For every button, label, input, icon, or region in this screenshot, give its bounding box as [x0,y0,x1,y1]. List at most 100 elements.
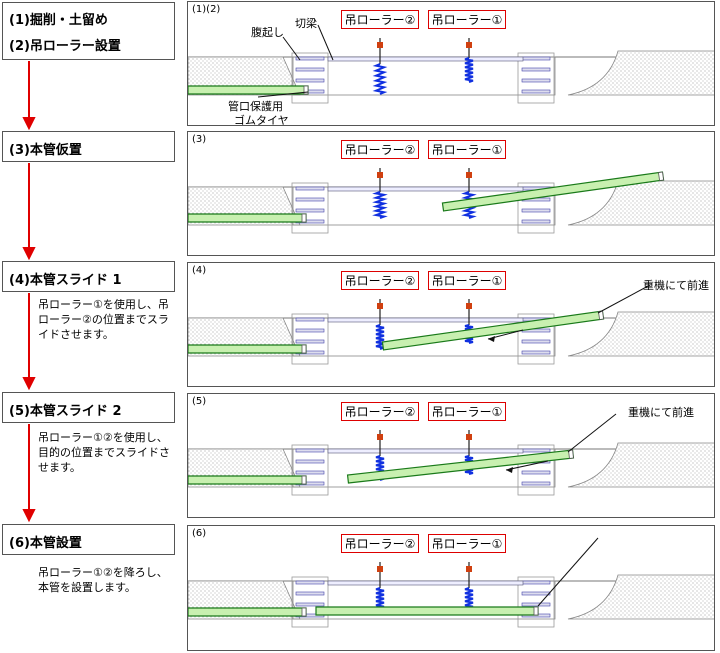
right-soil [567,574,714,620]
panel-label: (1)(2) [192,4,221,15]
step-3-title: (3)本管仮置 [9,143,82,158]
step-5-description: 吊ローラー①②を使用し、目的の位置までスライドさせます。 [38,431,170,474]
roller-2-head [377,172,383,178]
wale-beam [295,459,325,464]
wale-beam [295,78,325,83]
step-1-title: (1)掘削・土留め [9,13,108,28]
panel-1-scene [188,24,714,104]
right-soil [567,50,714,96]
step-box-6: (6)本管設置 [2,524,175,555]
main-pipe [188,607,307,617]
wale-beam [295,208,325,213]
rubber-tire [303,85,309,95]
panel-label: (5) [192,396,207,407]
roller-1-tag: 吊ローラー① [428,534,506,553]
wale-beam [295,328,325,333]
wale-beam [521,208,551,213]
wale-beam [521,219,551,224]
excavation [292,56,556,96]
rubber-tire [658,171,665,181]
strut-beam [327,448,524,454]
panel-3-scene [188,284,714,365]
main-pipe [188,85,309,95]
step-6-description: 吊ローラー①②を降ろし、本管を設置します。 [38,566,168,594]
roller-1-tag: 吊ローラー① [428,10,506,29]
retaining-frame [517,52,555,104]
roller-1-tag: 吊ローラー① [428,140,506,159]
heavy-machine-label: 重機にて前進 [643,279,709,292]
direction-arrow [505,460,549,471]
wale-beam [521,78,551,83]
panel-4-scene [188,413,714,496]
roller-1-head [466,42,472,48]
roller-1-tag: 吊ローラー① [428,402,506,421]
panel-label: (3) [192,134,207,145]
strut-beam [327,580,524,586]
flow-arrow-3-head [22,377,36,391]
panel-1: (1)(2) 吊ローラー② 吊ローラー① 腹起し 切梁 管口保護用 ゴムタイヤ [187,1,715,126]
main-pipe [381,310,605,351]
panel-5-scene [188,537,714,628]
panel-label: (6) [192,528,207,539]
haraokoshi-leader [282,36,301,61]
tire-label-line1: 管口保護用 [228,100,283,113]
heavy-machine-leader [597,284,651,314]
step-box-3: (3)本管仮置 [2,131,175,162]
step-5-title: (5)本管スライド 2 [9,404,122,419]
main-pipe [188,344,307,354]
kiribari-leader [317,24,334,61]
wale-beam [295,448,325,453]
wale-beam [521,602,551,607]
wale-beam [521,350,551,355]
roller-2-spring [372,191,388,219]
strut-beam [327,56,524,62]
retaining-frame [291,182,329,234]
retaining-frame [291,444,329,496]
roller-1-spring [464,57,474,83]
strut-beam [327,186,524,192]
tire-label-line2: ゴムタイヤ [234,114,289,126]
step-4-description: 吊ローラー①を使用し、吊ローラー②の位置までスライドさせます。 [38,298,169,341]
kiribari-label: 切梁 [295,17,317,30]
roller-2-tag: 吊ローラー② [341,534,419,553]
roller-1-head [466,566,472,572]
wale-beam [521,448,551,453]
heavy-machine-label: 重機にて前進 [628,406,694,419]
wale-beam [295,317,325,322]
wale-beam [295,339,325,344]
roller-1-head [466,172,472,178]
retaining-frame [517,576,555,628]
flow-arrow-2-head [22,247,36,261]
wale-beam [295,470,325,475]
wale-beam [295,67,325,72]
step-box-4: (4)本管スライド 1 [2,261,175,292]
roller-1-tag: 吊ローラー① [428,271,506,290]
roller-1-head [466,434,472,440]
panel-5: (6) 吊ローラー② 吊ローラー① [187,525,715,651]
step-box-5: (5)本管スライド 2 [2,392,175,423]
direction-arrow-head [488,336,495,342]
roller-1-head [466,303,472,309]
flow-arrow-1-head [22,117,36,131]
roller-2-tag: 吊ローラー② [341,402,419,421]
rubber-tire [301,213,307,223]
wale-beam [521,56,551,61]
rubber-tire [301,344,307,354]
panel-4: (5) 吊ローラー② 吊ローラー① 重機にて前進 [187,393,715,518]
retaining-frame [517,444,555,496]
wale-beam [295,602,325,607]
rubber-tire [301,475,307,485]
roller-2-head [377,42,383,48]
wale-beam [521,580,551,585]
haraokoshi-label: 腹起し [251,26,284,39]
step-4-title: (4)本管スライド 1 [9,273,122,288]
step-box-1: (1)掘削・土留め (2)吊ローラー設置 [2,2,175,60]
wale-beam [521,481,551,486]
step-2-title: (2)吊ローラー設置 [9,39,121,54]
wale-beam [521,67,551,72]
tire-leader [257,91,309,98]
direction-arrow-head [506,467,513,473]
roller-2-tag: 吊ローラー② [341,140,419,159]
wale-beam [295,591,325,596]
step-6-title: (6)本管設置 [9,536,82,551]
